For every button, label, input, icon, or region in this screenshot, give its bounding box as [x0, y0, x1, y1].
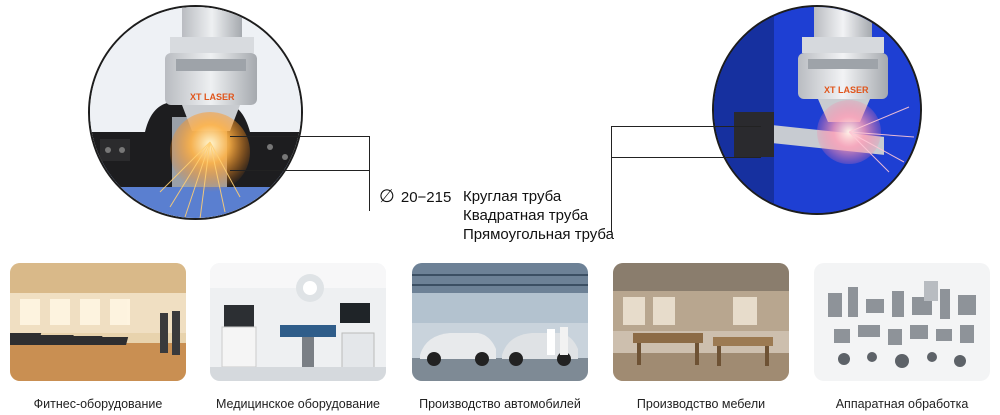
- furniture-manufacturing-photo: [613, 263, 789, 381]
- diameter-spec: ∅ 20−215: [379, 187, 451, 207]
- caption-automotive: Производство автомобилей: [419, 397, 581, 411]
- leader-line-left-bottom: [230, 170, 370, 171]
- caption-fitness: Фитнес-оборудование: [33, 397, 163, 411]
- leader-line-left-vertical: [369, 136, 370, 211]
- laser-cutting-circle-left: XT LASER: [88, 5, 303, 220]
- leader-line-right-bottom: [611, 157, 761, 158]
- caption-medical: Медицинское оборудование: [215, 397, 381, 411]
- laser-head-illustration-right: XT LASER: [714, 7, 920, 213]
- fitness-equipment-photo: [10, 263, 186, 381]
- diameter-icon: ∅: [379, 186, 395, 206]
- leader-line-right-vertical: [611, 126, 612, 232]
- leader-line-right-top: [611, 126, 761, 127]
- xt-laser-logo-right: XT LASER: [824, 85, 869, 95]
- laser-cutting-circle-right: XT LASER: [712, 5, 922, 215]
- car-manufacturing-photo: [412, 263, 588, 381]
- tube-type-square: Квадратная труба: [463, 207, 589, 224]
- medical-equipment-photo: [210, 263, 386, 381]
- tube-type-round: Круглая труба: [463, 188, 562, 205]
- tube-type-list: Круглая труба Квадратная труба Прямоугол…: [463, 187, 614, 244]
- xt-laser-logo-left: XT LASER: [190, 92, 235, 102]
- caption-hardware: Аппаратная обработка: [835, 397, 969, 411]
- tube-type-rectangular: Прямоугольная труба: [463, 226, 615, 243]
- laser-head-illustration-left: XT LASER: [90, 7, 301, 218]
- leader-line-left-top: [230, 136, 370, 137]
- hardware-processing-photo: [814, 263, 990, 381]
- caption-furniture: Производство мебели: [636, 397, 766, 411]
- diameter-range: 20−215: [400, 189, 452, 206]
